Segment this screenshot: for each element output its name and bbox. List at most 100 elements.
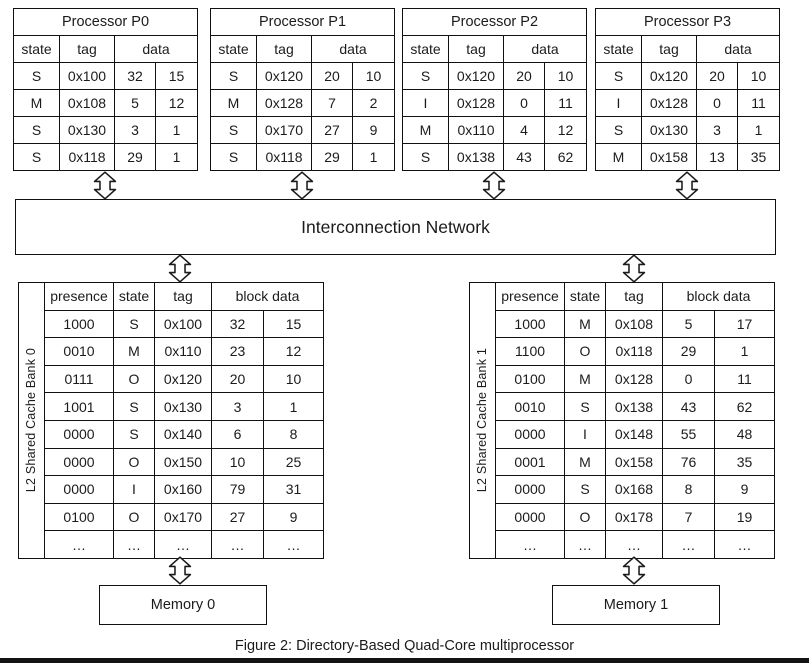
col-header-tag: tag: [641, 35, 697, 63]
bank0-memory0-arrow: [167, 556, 193, 585]
directory-cell: 43: [662, 392, 715, 421]
directory-cell: 3: [211, 392, 264, 421]
updown-arrow-icon: [93, 171, 117, 200]
directory-cell: 0100: [495, 364, 565, 394]
cache-cell: 0x120: [641, 62, 697, 90]
col-header-state: state: [13, 35, 60, 63]
processor-title: Processor P0: [13, 8, 198, 36]
directory-cell: S: [564, 475, 606, 504]
directory-cell: …: [662, 530, 715, 559]
cache-cell: M: [13, 89, 60, 117]
directory-cell: I: [564, 419, 606, 449]
cache-cell: 0x170: [256, 116, 312, 144]
cache-cell: S: [13, 116, 60, 144]
directory-cell: 23: [211, 337, 264, 366]
directory-cell: 0x150: [154, 447, 212, 477]
memory-0-box: Memory 0: [99, 585, 267, 625]
cache-cell: 27: [311, 116, 353, 144]
directory-cell: M: [564, 447, 606, 477]
cache-cell: S: [402, 62, 449, 90]
figure-caption: Figure 2: Directory-Based Quad-Core mult…: [234, 638, 575, 654]
directory-cell: 0x170: [154, 502, 212, 532]
processor-title: Processor P1: [210, 8, 395, 36]
cache-cell: 20: [503, 62, 545, 90]
cache-cell: 0x128: [256, 89, 312, 117]
directory-cell: 0x140: [154, 419, 212, 449]
updown-arrow-icon: [168, 556, 192, 585]
directory-cell: 0010: [495, 392, 565, 421]
updown-arrow-icon: [622, 254, 646, 283]
directory-cell: 0000: [44, 447, 114, 477]
cache-cell: 1: [155, 116, 198, 144]
directory-cell: 17: [714, 309, 775, 339]
cache-cell: 29: [311, 143, 353, 171]
col-header-data: data: [114, 35, 198, 63]
col-header-presence: presence: [44, 282, 114, 311]
memory-1-box: Memory 1: [552, 585, 720, 625]
directory-cell: …: [113, 530, 155, 559]
p2-network-arrow: [481, 171, 507, 200]
processor-title-row: Processor P0: [13, 8, 198, 36]
directory-cell: 15: [263, 309, 324, 339]
updown-arrow-icon: [622, 556, 646, 585]
directory-cell: …: [714, 530, 775, 559]
cache-cell: S: [402, 143, 449, 171]
cache-cell: 1: [352, 143, 395, 171]
directory-cell: 25: [263, 447, 324, 477]
bank1-memory1-arrow: [621, 556, 647, 585]
directory-cell: 0: [662, 364, 715, 394]
cache-cell: 12: [544, 116, 587, 144]
directory-cell: 0x128: [605, 364, 663, 394]
directory-cell: O: [113, 447, 155, 477]
updown-arrow-icon: [168, 254, 192, 283]
directory-cell: S: [113, 419, 155, 449]
cache-cell: S: [595, 116, 642, 144]
directory-cell: …: [211, 530, 264, 559]
directory-cell: 10: [211, 447, 264, 477]
directory-cell: 0000: [495, 475, 565, 504]
cache-cell: S: [210, 116, 257, 144]
directory-cell: 5: [662, 309, 715, 339]
network-bank0-arrow: [167, 254, 193, 283]
cache-cell: 12: [155, 89, 198, 117]
cache-cell: 0x130: [59, 116, 115, 144]
col-header-block-data: block data: [662, 282, 775, 311]
directory-cell: 10: [263, 364, 324, 394]
directory-cell: 0x178: [605, 502, 663, 532]
l2-bank-side-label-cell: L2 Shared Cache Bank 0: [18, 282, 45, 559]
directory-cell: S: [113, 309, 155, 339]
directory-cell: 62: [714, 392, 775, 421]
cache-cell: 0x158: [641, 143, 697, 171]
cache-cell: 0x118: [256, 143, 312, 171]
col-header-state: state: [402, 35, 449, 63]
directory-cell: 0x130: [154, 392, 212, 421]
col-header-data: data: [503, 35, 587, 63]
cache-cell: 0x138: [448, 143, 504, 171]
processor-title-row: Processor P3: [595, 8, 780, 36]
cache-cell: 0x120: [448, 62, 504, 90]
cache-cell: 20: [311, 62, 353, 90]
directory-cell: …: [263, 530, 324, 559]
